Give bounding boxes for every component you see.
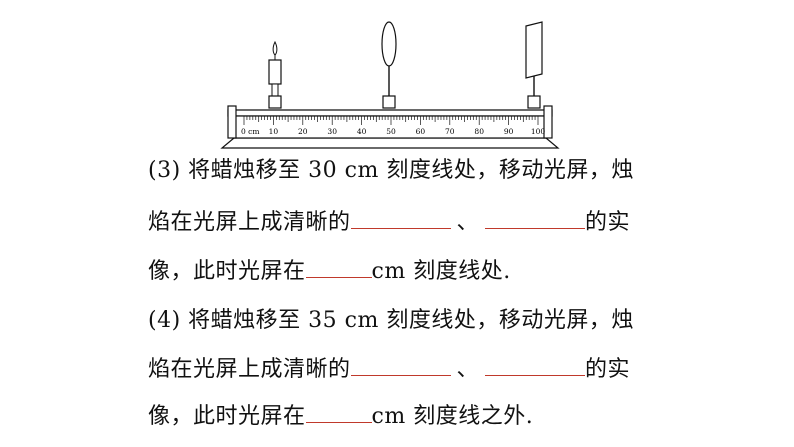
ruler-label: 50	[386, 127, 396, 136]
q3-line3-suffix: cm 刻度线处.	[371, 259, 511, 284]
q4-line1: (4) 将蜡烛移至 35 cm 刻度线处，移动光屏，烛	[148, 306, 634, 336]
ruler-label: 80	[474, 127, 484, 136]
ruler-label: 30	[327, 127, 337, 136]
ruler-scale: 0 cm 10 20 30 40 50 60 70 80 90 100	[241, 116, 545, 136]
ruler-label: 90	[504, 127, 514, 136]
q4-line3: 像，此时光屏在 cm 刻度线之外.	[148, 402, 533, 432]
convex-lens	[381, 21, 397, 109]
ruler-label: 70	[445, 127, 455, 136]
q4-line3-suffix: cm 刻度线之外.	[371, 404, 534, 429]
q4-line2-suffix: 的实	[585, 357, 631, 382]
candle	[268, 40, 282, 109]
q4-line3-prefix: 像，此时光屏在	[148, 404, 306, 429]
bench-rail	[220, 105, 560, 149]
q4-blank-2[interactable]	[485, 374, 586, 376]
q4-line2: 焰在光屏上成清晰的 、 的实	[148, 355, 630, 385]
optical-bench-figure: 0 cm 10 20 30 40 50 60 70 80 90 100	[220, 21, 560, 149]
q3-line2-suffix: 的实	[585, 210, 631, 235]
ruler-label: 60	[416, 127, 426, 136]
ruler-label: 0 cm	[241, 127, 259, 136]
q3-line3-prefix: 像，此时光屏在	[148, 259, 306, 284]
light-screen	[525, 21, 543, 109]
q3-separator: 、	[456, 210, 480, 235]
q3-line2-prefix: 焰在光屏上成清晰的	[148, 210, 351, 235]
q3-line2: 焰在光屏上成清晰的 、 的实	[148, 208, 630, 238]
q3-line1-text: (3) 将蜡烛移至 30 cm 刻度线处，移动光屏，烛	[148, 158, 634, 183]
ruler-label: 10	[269, 127, 279, 136]
q4-line1-text: (4) 将蜡烛移至 35 cm 刻度线处，移动光屏，烛	[148, 308, 634, 333]
q3-blank-2[interactable]	[485, 227, 586, 229]
q4-blank-3[interactable]	[305, 421, 372, 423]
ruler-label: 20	[298, 127, 308, 136]
q4-separator: 、	[456, 357, 480, 382]
q3-line3: 像，此时光屏在 cm 刻度线处.	[148, 257, 511, 287]
q3-line1: (3) 将蜡烛移至 30 cm 刻度线处，移动光屏，烛	[148, 156, 634, 186]
q3-blank-1[interactable]	[350, 227, 451, 229]
q3-blank-3[interactable]	[305, 276, 372, 278]
q4-line2-prefix: 焰在光屏上成清晰的	[148, 357, 351, 382]
ruler-label: 40	[357, 127, 367, 136]
q4-blank-1[interactable]	[350, 374, 451, 376]
ruler-label: 100	[531, 127, 546, 136]
